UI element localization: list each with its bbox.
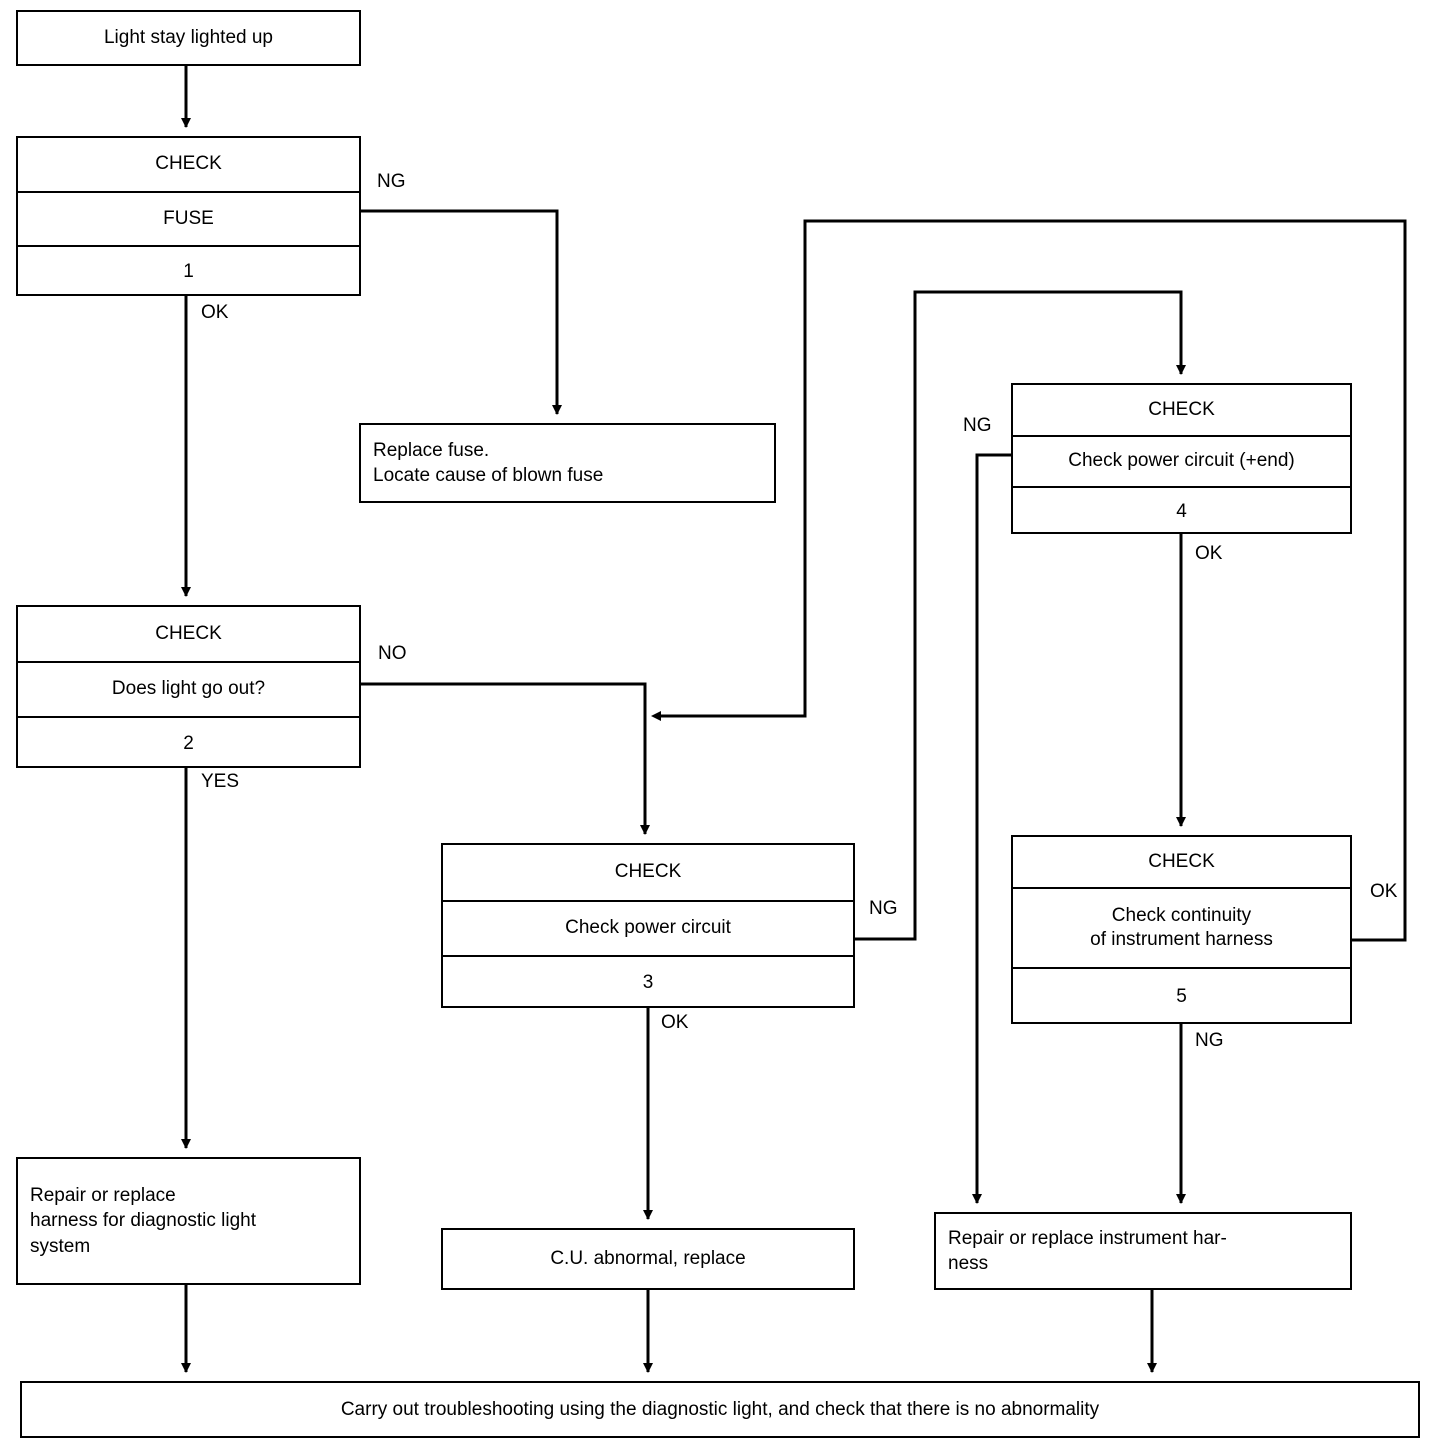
node-check5-continuity[interactable]: CHECK Check continuity of instrument har… [1011,835,1352,1024]
wire-check2-no-to-check3 [361,682,650,835]
edge-label-pwr3-ok: OK [661,1012,689,1033]
edge-label-fuse-ng: NG [377,171,406,192]
node-check3-body: Check power circuit [443,900,853,955]
node-check5-body: Check continuity of instrument harness [1013,887,1350,967]
node-check1-fuse[interactable]: CHECK FUSE 1 [16,136,361,296]
edge-label-pwr4-ng: NG [963,415,992,436]
wire-check1-ng-to-replacefuse [361,209,562,415]
node-repair-diagnostic-harness-text: Repair or replace harness for diagnostic… [30,1185,257,1257]
node-repair-instrument-harness[interactable]: Repair or replace instrument har- ness [934,1212,1352,1290]
node-check3-power[interactable]: CHECK Check power circuit 3 [441,843,855,1008]
node-check4-power-plus-end[interactable]: CHECK Check power circuit (+end) 4 [1011,383,1352,534]
node-replace-fuse[interactable]: Replace fuse. Locate cause of blown fuse [359,423,776,503]
node-start-text: Light stay lighted up [103,27,273,49]
edge-label-pwr3-ng: NG [869,898,898,919]
wire-check4-ng-to-repairinstr [972,453,1011,1204]
node-check5-number: 5 [1013,967,1350,1026]
node-final-banner[interactable]: Carry out troubleshooting using the diag… [20,1381,1420,1438]
node-check4-body: Check power circuit (+end) [1013,435,1350,486]
node-check5-header: CHECK [1148,850,1215,872]
node-repair-diagnostic-harness[interactable]: Repair or replace harness for diagnostic… [16,1157,361,1285]
node-start[interactable]: Light stay lighted up [16,10,361,66]
node-repair-instrument-harness-text: Repair or replace instrument har- ness [948,1227,1227,1274]
node-check2-body: Does light go out? [18,661,359,716]
node-check4-header: CHECK [1148,398,1215,420]
node-check3-number: 3 [443,955,853,1010]
node-check1-body: FUSE [18,191,359,245]
node-cu-abnormal-text: C.U. abnormal, replace [550,1248,746,1270]
node-check1-number: 1 [18,245,359,298]
edge-label-light-no: NO [378,643,407,664]
node-final-banner-text: Carry out troubleshooting using the diag… [340,1398,1100,1420]
node-check2-header: CHECK [155,622,222,644]
edge-label-pwr4-ok: OK [1195,543,1223,564]
node-replace-fuse-text: Replace fuse. Locate cause of blown fuse [373,439,604,486]
node-check1-header: CHECK [155,153,222,175]
node-cu-abnormal[interactable]: C.U. abnormal, replace [441,1228,855,1290]
node-check2-light[interactable]: CHECK Does light go out? 2 [16,605,361,768]
node-check3-header: CHECK [614,861,682,883]
edge-label-light-yes: YES [201,771,240,792]
node-check2-number: 2 [18,716,359,770]
wire-check5-ok-loop [651,219,1407,942]
edge-label-cont5-ng: NG [1195,1030,1224,1051]
edge-label-fuse-ok: OK [201,302,229,323]
node-check4-number: 4 [1013,486,1350,536]
edge-label-cont5-ok: OK [1370,881,1398,902]
